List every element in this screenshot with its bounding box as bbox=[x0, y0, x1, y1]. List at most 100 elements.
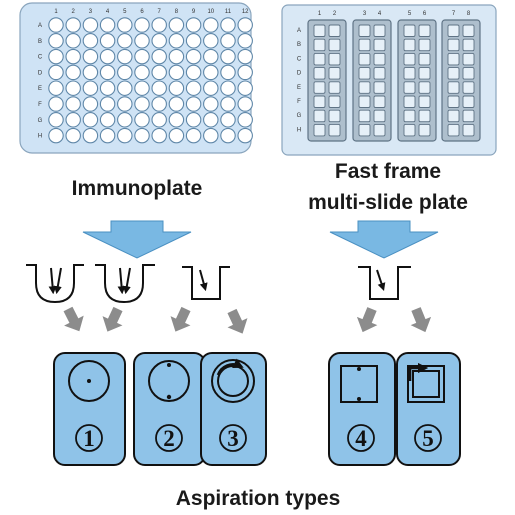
slide-pad bbox=[462, 109, 475, 123]
plate-well bbox=[82, 127, 99, 144]
slide-pad bbox=[328, 67, 341, 80]
plate-well bbox=[203, 127, 219, 144]
gray-arrow-3 bbox=[170, 306, 191, 332]
plate-well bbox=[168, 96, 185, 112]
round-well-outline bbox=[148, 360, 190, 402]
slide-pad bbox=[313, 95, 326, 108]
plate-well bbox=[185, 96, 202, 112]
type-1-number: 1 bbox=[83, 426, 95, 451]
plate-well bbox=[220, 33, 236, 49]
plate-well bbox=[117, 112, 133, 128]
slide-pad bbox=[403, 24, 416, 37]
slide-pad bbox=[403, 81, 416, 94]
plate-well bbox=[117, 80, 133, 96]
slide-pad bbox=[403, 95, 416, 108]
slide-pad bbox=[373, 38, 386, 52]
immunoplate-wells bbox=[48, 17, 253, 144]
aspiration-type-4: 4 bbox=[328, 352, 396, 466]
aspiration-point bbox=[87, 379, 91, 383]
slide-pad bbox=[447, 52, 460, 66]
blue-arrow-right bbox=[329, 220, 439, 259]
plate-well bbox=[185, 64, 202, 81]
slide-pad bbox=[328, 38, 341, 52]
slide-pad bbox=[462, 95, 475, 108]
column-label: 6 bbox=[423, 11, 427, 17]
plate-well bbox=[82, 112, 99, 128]
slide-pad bbox=[418, 81, 431, 94]
square-well-outline bbox=[340, 365, 378, 403]
gray-arrow-5 bbox=[356, 307, 378, 333]
plate-well bbox=[237, 17, 253, 33]
slide-pad bbox=[373, 52, 386, 66]
type-4-number: 4 bbox=[355, 426, 367, 451]
plate-well bbox=[65, 33, 81, 49]
slide-pad bbox=[373, 123, 386, 137]
plate-well bbox=[151, 80, 167, 96]
plate-well bbox=[48, 33, 64, 49]
plate-well bbox=[168, 33, 185, 49]
plate-well bbox=[134, 127, 150, 144]
slide-pad bbox=[462, 52, 475, 66]
plate-well bbox=[99, 96, 116, 112]
plate-well bbox=[220, 80, 236, 96]
slide-pad bbox=[313, 38, 326, 52]
aspiration-type-1: 1 bbox=[53, 352, 126, 466]
slide-pad bbox=[447, 109, 460, 123]
plate-well bbox=[82, 33, 99, 49]
plate-well bbox=[65, 48, 81, 65]
slide-pad bbox=[328, 109, 341, 123]
plate-well bbox=[82, 48, 99, 65]
slide-pad bbox=[462, 81, 475, 94]
slide-pad bbox=[313, 123, 326, 137]
slide bbox=[352, 19, 392, 142]
slide-pad bbox=[418, 109, 431, 123]
flat-well-aspiration-right bbox=[358, 266, 411, 300]
slide-pad bbox=[462, 123, 475, 137]
column-label: 3 bbox=[363, 11, 367, 17]
slide-pad bbox=[462, 24, 475, 37]
blue-arrow-left bbox=[82, 220, 192, 259]
plate-well bbox=[220, 96, 236, 112]
plate-well bbox=[82, 64, 99, 81]
plate-well bbox=[82, 17, 99, 33]
round-well-center-aspiration bbox=[26, 264, 84, 304]
plate-well bbox=[65, 112, 81, 128]
fast-frame-slides bbox=[307, 19, 481, 142]
slide-pad bbox=[358, 38, 371, 52]
slide-pad bbox=[403, 52, 416, 66]
slide-pad bbox=[418, 52, 431, 66]
aspiration-type-3: 3 bbox=[200, 352, 267, 466]
slide-pad bbox=[447, 67, 460, 80]
slide bbox=[441, 19, 481, 142]
column-label: 5 bbox=[123, 9, 127, 15]
plate-well bbox=[203, 80, 219, 96]
slide-pad bbox=[358, 24, 371, 37]
plate-well bbox=[237, 48, 253, 65]
plate-well bbox=[65, 127, 81, 144]
plate-well bbox=[220, 127, 236, 144]
column-label: 3 bbox=[89, 9, 93, 15]
column-label: 12 bbox=[242, 9, 249, 15]
circular-aspiration-arrow bbox=[216, 358, 244, 376]
plate-well bbox=[151, 112, 167, 128]
aspiration-types-title: Aspiration types bbox=[176, 487, 341, 510]
row-label: G bbox=[297, 113, 302, 119]
aspiration-point-bottom bbox=[357, 397, 361, 401]
row-label: D bbox=[297, 71, 302, 77]
plate-well bbox=[220, 64, 236, 81]
slide bbox=[307, 19, 347, 142]
column-label: 1 bbox=[54, 9, 58, 15]
row-label: D bbox=[38, 70, 43, 76]
slide-pad bbox=[447, 24, 460, 37]
slide-pad bbox=[373, 24, 386, 37]
plate-well bbox=[48, 80, 64, 96]
slide-pad bbox=[447, 95, 460, 108]
type-3-number: 3 bbox=[227, 426, 239, 451]
row-label: A bbox=[38, 23, 42, 29]
column-label: 11 bbox=[225, 9, 232, 15]
column-label: 9 bbox=[192, 9, 196, 15]
slide-pad bbox=[462, 67, 475, 80]
